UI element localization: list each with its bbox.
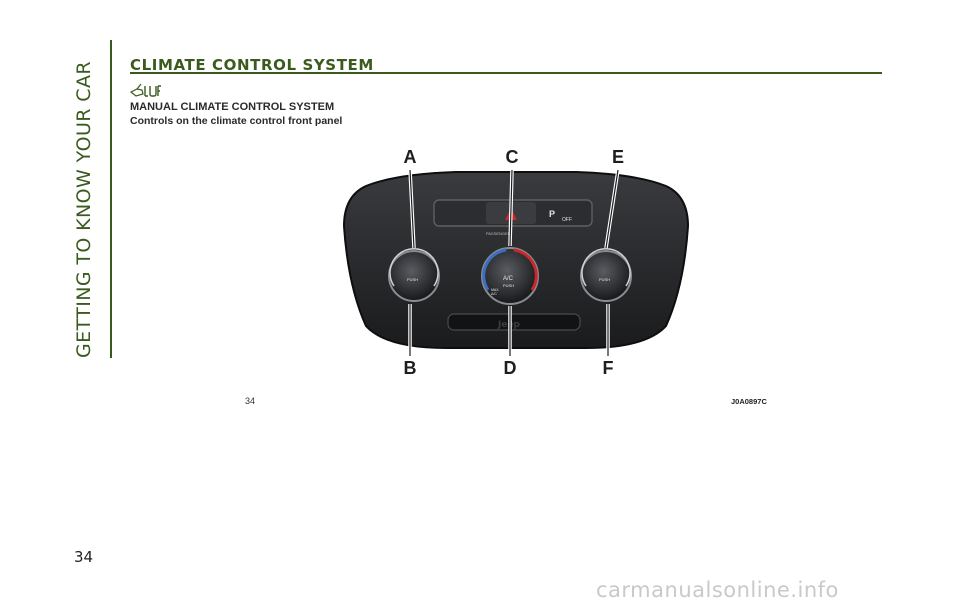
knob-center-ac: A/C	[503, 276, 514, 282]
knob-center-max-ac: A/C	[491, 292, 497, 296]
climate-panel-illustration: P OFF PASSENGER PUSH A/C PUSH MAX A/C PU…	[342, 147, 690, 378]
callout-a: A	[404, 147, 417, 167]
page-number: 34	[74, 548, 94, 566]
sidebar-rule	[110, 40, 112, 358]
callout-d: D	[504, 358, 517, 378]
figure-code: J0A0897C	[731, 397, 767, 406]
knob-left-push: PUSH	[407, 277, 418, 282]
knob-right-push: PUSH	[599, 277, 610, 282]
figure-number: 34	[245, 396, 256, 406]
watermark: carmanualsonline.info	[596, 578, 839, 602]
callout-f: F	[603, 358, 614, 378]
callout-e: E	[612, 147, 624, 167]
p-off-label: P	[549, 209, 555, 219]
callout-c: C	[506, 147, 519, 167]
sidebar-chapter-title: GETTING TO KNOW YOUR CAR	[73, 61, 95, 358]
section-rule	[130, 72, 882, 74]
knob-center-max: MAX	[491, 288, 499, 292]
knob-right	[580, 250, 632, 302]
knob-left	[388, 250, 440, 302]
knob-center	[481, 247, 539, 305]
knob-center-push: PUSH	[503, 283, 514, 288]
subheading: MANUAL CLIMATE CONTROL SYSTEM	[130, 101, 335, 113]
hand-pointer-icon	[130, 83, 161, 97]
section-title: CLIMATE CONTROL SYSTEM	[130, 56, 374, 74]
description-text: Controls on the climate control front pa…	[130, 115, 343, 127]
off-label: OFF	[562, 217, 572, 223]
callout-b: B	[404, 358, 417, 378]
storage-slot	[447, 313, 581, 331]
passenger-label: PASSENGER	[486, 231, 511, 236]
